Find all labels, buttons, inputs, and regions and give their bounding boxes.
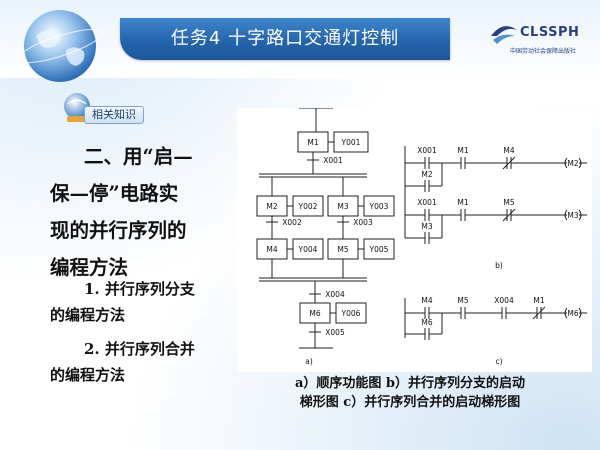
ladder-contact: X001 <box>417 146 437 155</box>
sfc-step: M6 <box>309 309 320 318</box>
sfc-action: Y001 <box>341 138 361 147</box>
ladder-contact: M4 <box>421 296 432 305</box>
list-item-line: 1. 并行序列分支 <box>84 280 195 298</box>
heading-line: 现的并行序列的 <box>50 219 187 242</box>
ladder-contact: M1 <box>457 198 468 207</box>
logo-text: CLSSPH <box>520 25 580 40</box>
figure-caption: a）顺序功能图 b）并行序列分支的启动 梯形图 c）并行序列合并的启动梯形图 <box>250 374 570 412</box>
list-item-line: 的编程方法 <box>50 306 126 324</box>
section-heading: 二、用“启— 保—停”电路实 现的并行序列的 编程方法 <box>50 138 230 286</box>
logo-subtext: 中国劳动社会保障出版社 <box>509 48 576 55</box>
ladder-contact: M6 <box>421 318 432 327</box>
sfc-transition: X005 <box>325 328 345 337</box>
ladder-contact: M2 <box>421 170 432 179</box>
ladder-contact: M3 <box>421 222 432 231</box>
sfc-step: M2 <box>266 202 277 211</box>
logo-emblem-icon <box>491 26 517 44</box>
diagram-svg: M1 Y001 X001 M2 Y002 M3 Y003 X002 X003 M… <box>256 107 587 366</box>
title-bar: 任务4 十字路口交通灯控制 <box>120 18 450 60</box>
heading-line: 保—停”电路实 <box>50 182 179 205</box>
sfc-action: Y004 <box>298 245 318 254</box>
list-item: 1. 并行序列分支 的编程方法 <box>50 276 235 328</box>
ladder-coil: M3 <box>567 211 578 220</box>
heading-line: 二、用“启— <box>84 145 193 168</box>
sfc-action: Y006 <box>341 309 361 318</box>
ladder-contact: X004 <box>494 296 514 305</box>
sfc-transition: X003 <box>353 218 373 227</box>
header: 任务4 十字路口交通灯控制 CLSSPH 中国劳动社会保障出版社 <box>0 0 600 82</box>
sfc-action: Y003 <box>369 202 389 211</box>
globe-icon <box>17 10 103 82</box>
sfc-action: Y005 <box>369 245 389 254</box>
sfc-transition: X004 <box>325 290 345 299</box>
caption-line: 梯形图 c）并行序列合并的启动梯形图 <box>299 395 521 410</box>
section-label: 相关知识 <box>84 106 144 124</box>
ladder-contact: M1 <box>457 146 468 155</box>
list-item-line: 的编程方法 <box>50 366 126 384</box>
figure-label-a: a) <box>305 357 313 366</box>
ladder-contact: M5 <box>457 296 468 305</box>
figure-label-c: c) <box>495 357 502 366</box>
sfc-step: M4 <box>266 245 277 254</box>
ladder-coil: M6 <box>567 309 578 318</box>
knowledge-icon <box>64 93 90 122</box>
ladder-contact: M1 <box>533 296 544 305</box>
ladder-contact: M4 <box>503 146 514 155</box>
ladder-contact: X001 <box>417 198 437 207</box>
figure-label-b: b) <box>495 261 503 270</box>
ladder-coil: M2 <box>567 159 578 168</box>
list-item-line: 2. 并行序列合并 <box>84 340 195 358</box>
page-title: 任务4 十字路口交通灯控制 <box>170 28 400 49</box>
sfc-transition: X001 <box>323 156 343 165</box>
sfc-step: M5 <box>337 245 348 254</box>
list-item: 2. 并行序列合并 的编程方法 <box>50 336 235 388</box>
sfc-transition: X002 <box>282 218 302 227</box>
heading-line: 编程方法 <box>50 256 129 279</box>
sfc-step: M1 <box>307 138 318 147</box>
sfc-action: Y002 <box>298 202 318 211</box>
ladder-contact: M5 <box>503 198 514 207</box>
diagram-figure: M1 Y001 X001 M2 Y002 M3 Y003 X002 X003 M… <box>237 107 592 372</box>
sfc-step: M3 <box>337 202 348 211</box>
publisher-logo: CLSSPH 中国劳动社会保障出版社 <box>488 22 598 64</box>
caption-line: a）顺序功能图 b）并行序列分支的启动 <box>294 376 526 391</box>
